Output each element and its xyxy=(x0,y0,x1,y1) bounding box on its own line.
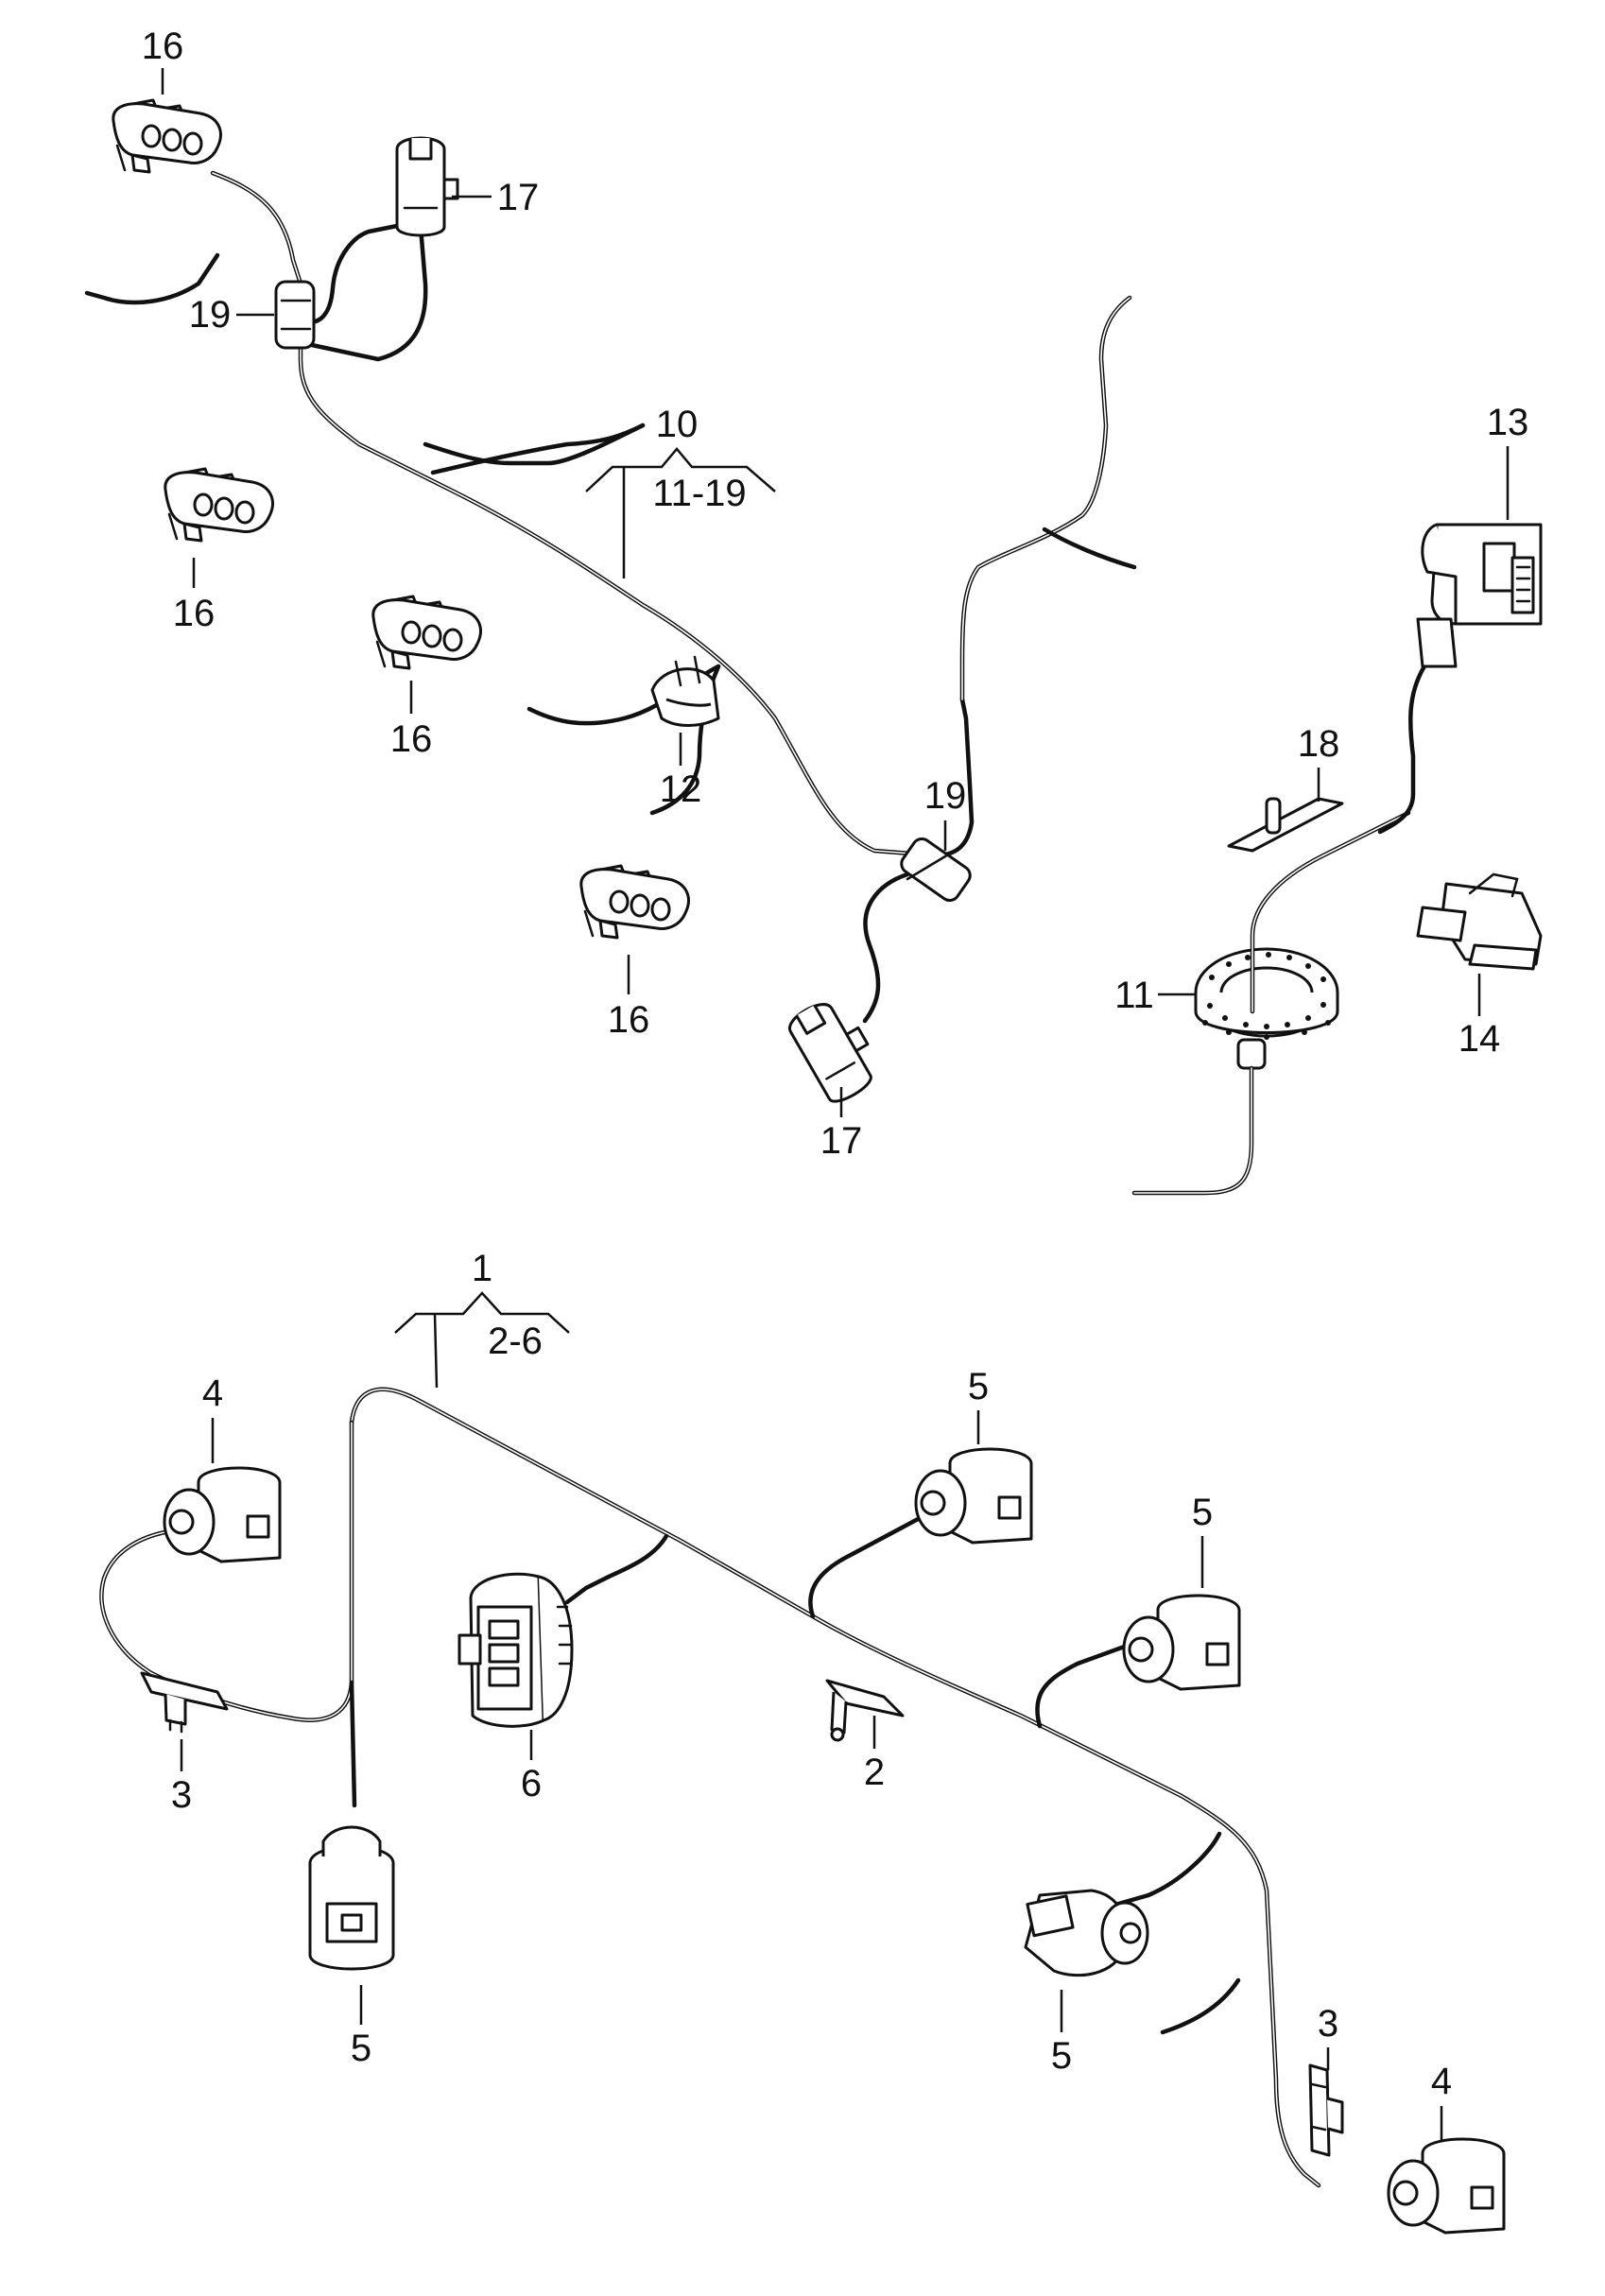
label-18: 18 xyxy=(1298,723,1340,765)
label-5-right: 5 xyxy=(1192,1492,1213,1533)
connector-5-lower-right xyxy=(1024,1889,1149,1977)
harness-10: 16 17 19 10 11-19 16 16 12 19 18 13 11 1… xyxy=(84,26,1543,1196)
label-10: 10 xyxy=(656,404,699,445)
label-3-right: 3 xyxy=(1318,2003,1338,2045)
harness-1-wires xyxy=(99,1387,1321,2188)
harness-1: 1 2-6 4 5 5 6 2 3 5 5 3 4 xyxy=(99,1248,1506,2235)
clip-19-top xyxy=(274,280,316,350)
connector-6 xyxy=(457,1572,589,1728)
tag-18 xyxy=(1227,797,1344,853)
connector-4-right xyxy=(1387,2137,1506,2235)
label-19-top: 19 xyxy=(189,294,232,336)
label-16-left: 16 xyxy=(173,593,216,634)
connector-17-top xyxy=(309,136,459,362)
connector-16-lower xyxy=(579,864,690,940)
label-1: 1 xyxy=(472,1248,492,1289)
label-11: 11 xyxy=(1114,975,1154,1016)
connector-5-lower-left xyxy=(308,1825,395,1971)
connector-13 xyxy=(1377,523,1543,835)
connector-16-middle xyxy=(371,595,482,670)
clip-3-right xyxy=(1308,2063,1344,2157)
label-4-left: 4 xyxy=(202,1372,223,1414)
label-19-middle: 19 xyxy=(924,775,967,817)
label-17-bottom: 17 xyxy=(820,1120,863,1162)
label-13: 13 xyxy=(1487,402,1529,443)
label-range-11-19: 11-19 xyxy=(652,473,746,514)
connector-16-top xyxy=(112,98,222,174)
grommet-11-holes xyxy=(1202,952,1331,1040)
label-12: 12 xyxy=(660,768,702,810)
callouts-lower: 1 2-6 4 5 5 6 2 3 5 5 3 4 xyxy=(171,1248,1452,2141)
clip-19-middle xyxy=(900,837,972,903)
label-2: 2 xyxy=(864,1752,885,1793)
connector-14 xyxy=(1416,872,1543,971)
clip-3-left xyxy=(140,1671,229,1734)
callouts-upper: 16 17 19 10 11-19 16 16 12 19 18 13 11 1… xyxy=(142,26,1529,1162)
label-5-lower-right: 5 xyxy=(1051,2035,1072,2077)
label-5-lower-left: 5 xyxy=(351,2028,371,2069)
label-range-2-6: 2-6 xyxy=(488,1321,543,1362)
connector-16-left xyxy=(164,467,274,543)
connector-4-left xyxy=(163,1466,282,1563)
clip-2 xyxy=(825,1679,905,1742)
grommet-11 xyxy=(1131,810,1411,1196)
connector-5-upper-middle xyxy=(914,1447,1033,1545)
connector-5-right xyxy=(1122,1594,1241,1691)
label-16-top: 16 xyxy=(142,26,184,67)
label-3-left: 3 xyxy=(171,1774,192,1816)
label-4-right: 4 xyxy=(1431,2061,1452,2102)
clip-12 xyxy=(650,655,720,727)
label-16-middle: 16 xyxy=(390,718,433,760)
label-14: 14 xyxy=(1458,1018,1501,1060)
label-17-top: 17 xyxy=(497,177,540,218)
label-5-upper-middle: 5 xyxy=(968,1366,989,1407)
label-16-lower: 16 xyxy=(608,999,650,1041)
connector-17-bottom xyxy=(783,872,910,1108)
label-6: 6 xyxy=(521,1763,542,1804)
